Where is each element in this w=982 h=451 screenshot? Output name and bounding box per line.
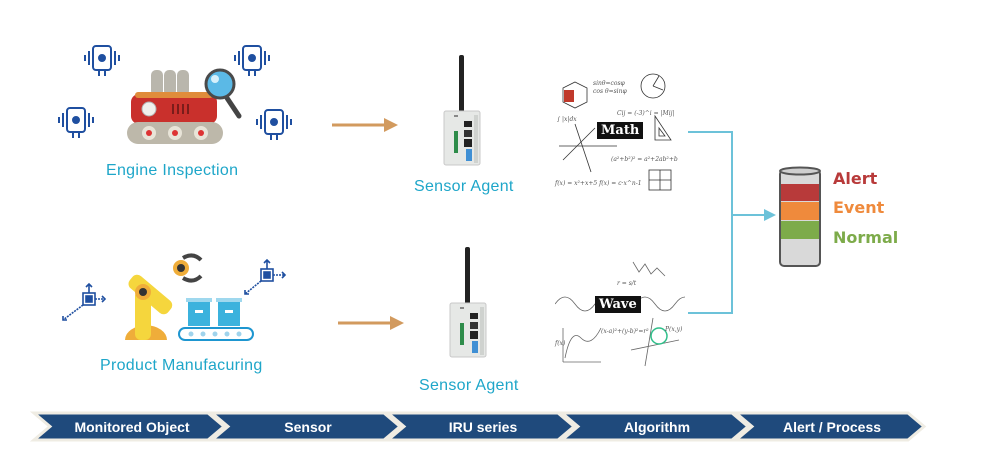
- sensor-agent-device-1: [440, 55, 484, 172]
- math-formula: sinθ=cosφ: [593, 80, 625, 87]
- engine-inspection-illustration: [55, 38, 305, 148]
- pipeline-step-iru-series: IRU series: [448, 418, 518, 435]
- math-formula: (a²+b²)² = a²+2ab²+b: [611, 156, 678, 163]
- alert-level-label: Alert: [833, 169, 878, 188]
- pipeline-chevrons: [30, 411, 927, 442]
- product-manufacturing-label: Product Manufacuring: [100, 357, 263, 374]
- sensor-agent-device-2: [446, 247, 490, 364]
- pipeline-step-shape: [30, 411, 227, 442]
- arrow-right-icon: [332, 118, 398, 132]
- iru-device-icon: [443, 55, 481, 166]
- wave-formula: (x-a)²+(y-b)²=r²: [601, 328, 649, 335]
- conveyor-belt: [178, 298, 254, 341]
- axis-move-icon: [62, 282, 107, 321]
- alert-light: [781, 184, 819, 201]
- pipeline-step-shape: [731, 411, 927, 442]
- normal-light: [781, 221, 819, 239]
- math-card: Math: [597, 122, 644, 139]
- signal-tower-icon: [779, 166, 821, 267]
- pipeline-step-alert-process: Alert / Process: [782, 418, 882, 435]
- pipeline-step-shape: [557, 411, 751, 442]
- wave-formula: f(x): [555, 340, 566, 347]
- sensor-agent-label-1: Sensor Agent: [414, 178, 514, 195]
- pipeline-step-algorithm: Algorithm: [623, 418, 691, 435]
- robot-arm-icon: [62, 253, 287, 341]
- vibration-sensor-icon: [58, 45, 292, 140]
- iru-device-icon: [449, 247, 487, 358]
- engine-body: [127, 70, 223, 144]
- event-level-label: Event: [833, 198, 885, 217]
- circle-sketch: [650, 327, 668, 345]
- arrow-right-icon: [338, 316, 404, 330]
- wave-sketch-icon: [555, 261, 685, 367]
- pipeline-step-shape: [207, 411, 403, 442]
- pipeline-step-sensor: Sensor: [284, 418, 332, 435]
- normal-level-label: Normal: [833, 228, 899, 247]
- event-light: [781, 202, 819, 220]
- arrow-right-icon: [764, 209, 776, 221]
- pipeline-step-monitored-object: Monitored Object: [74, 418, 190, 435]
- sensor-agent-label-2: Sensor Agent: [419, 377, 519, 394]
- math-formula: Cij = (-3)^i = |Mij|: [617, 110, 675, 117]
- magnifier-icon: [204, 68, 242, 119]
- signal-tower: [777, 166, 823, 275]
- engine-inspection-label: Engine Inspection: [106, 162, 239, 179]
- math-algorithm-collage: sinθ=cosφ cos θ=sinφ Cij = (-3)^i = |Mij…: [555, 72, 685, 197]
- wave-formula: r = s/t: [617, 280, 637, 287]
- product-manufacturing-illustration: [55, 250, 295, 345]
- math-formula: cos θ=sinφ: [593, 88, 627, 95]
- robot-arm: [125, 253, 203, 340]
- pipeline-step-shape: [383, 411, 577, 442]
- math-formula: ∫ |x|dx: [557, 116, 577, 123]
- wave-formula: P(x,y): [665, 326, 683, 333]
- math-formula: f(x) = x²+x+5 f(x) = c·x^n-1: [555, 180, 642, 187]
- wave-algorithm-collage: r = s/t (x-a)²+(y-b)²=r² P(x,y) f(x) Wav…: [555, 258, 685, 368]
- pipeline-bar: Monitored Object Sensor IRU series Algor…: [30, 410, 930, 443]
- math-sketch-icon: [559, 73, 672, 191]
- merge-connector: [688, 131, 776, 314]
- engine-icon: [58, 45, 292, 144]
- wave-card: Wave: [595, 296, 641, 313]
